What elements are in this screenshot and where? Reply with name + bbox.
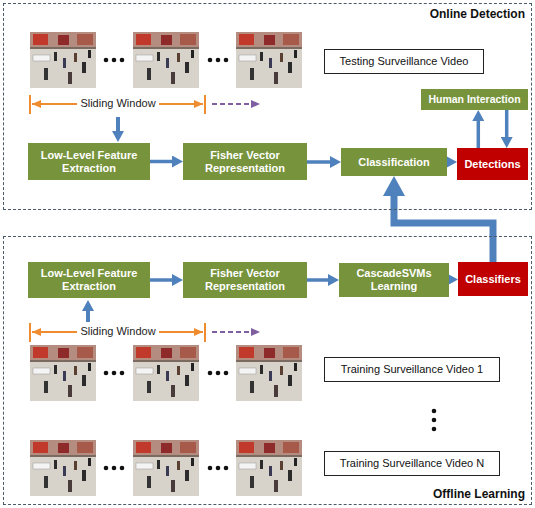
dot [216,466,221,471]
flow-arrow [449,278,452,282]
output-box: Classifiers [458,262,528,296]
video-frame [236,32,302,88]
box-label: Classification [358,156,430,169]
window-tick [29,323,31,342]
dot [432,418,437,423]
box-label: Human Interaction [428,93,520,105]
flow-arrow [505,110,509,142]
input-arrow [116,117,120,136]
dot [112,466,117,471]
flow-arrow [307,160,335,164]
video-box: Training Surveillance Video N [324,451,500,476]
region-heading: Offline Learning [433,487,525,501]
region-heading: Online Detection [430,7,525,21]
video-box: Training Surveillance Video 1 [324,357,500,382]
process-box: Low-Level Feature Extraction [28,262,150,298]
box-label: Low-Level Feature Extraction [33,267,145,292]
dot [120,466,125,471]
dot [216,58,221,63]
flow-arrow [307,278,333,282]
dot [104,371,109,376]
slide-arrow [212,103,260,105]
video-frame [30,440,96,496]
dot [120,371,125,376]
dot [432,409,437,414]
dot [112,371,117,376]
box-label: Classifiers [465,273,521,286]
process-box: Fisher Vector Representation [183,143,307,180]
stage-region: Offline Learning Low-Level Feature Extrac… [3,236,532,505]
box-label: Fisher Vector Representation [188,267,302,292]
dot [208,466,213,471]
process-box: Classification [341,148,447,176]
video-frame [133,32,199,88]
video-frame [133,345,199,401]
flow-arrow [477,116,481,148]
dot [432,427,437,432]
video-frame [30,32,96,88]
dot [112,58,117,63]
window-tick [29,95,31,114]
video-frame [236,440,302,496]
dot [224,371,229,376]
process-box: CascadeSVMs Learning [339,263,449,297]
box-label: Testing Surveillance Video [340,55,469,68]
process-box: Fisher Vector Representation [183,262,307,298]
flow-arrow [150,278,177,282]
dot [216,371,221,376]
box-label: Detections [464,158,520,171]
input-arrow [86,306,90,322]
ellipsis-dots [104,58,229,63]
dot [104,58,109,63]
dot [224,466,229,471]
box-label: CascadeSVMs Learning [344,267,444,292]
window-label: Sliding Window [77,97,158,110]
window-tick [204,323,206,342]
dot [120,58,125,63]
flow-arrow [394,188,493,262]
window-tick [204,95,206,114]
box-label: Training Surveillance Video N [340,457,484,470]
box-label: Training Surveillance Video 1 [341,363,483,376]
video-frame [133,440,199,496]
video-frame [236,345,302,401]
flow-arrow [150,160,177,164]
dot [208,58,213,63]
dot [104,466,109,471]
window-label: Sliding Window [77,325,158,338]
flow-arrow [447,160,451,164]
process-box: Human Interaction [421,89,528,110]
box-label: Fisher Vector Representation [188,149,302,174]
dot [224,58,229,63]
video-frame [30,345,96,401]
video-box: Testing Surveillance Video [324,49,484,74]
slide-arrow [212,331,260,333]
dot [208,371,213,376]
box-label: Low-Level Feature Extraction [33,149,145,174]
output-box: Detections [457,148,528,180]
process-box: Low-Level Feature Extraction [28,143,150,180]
